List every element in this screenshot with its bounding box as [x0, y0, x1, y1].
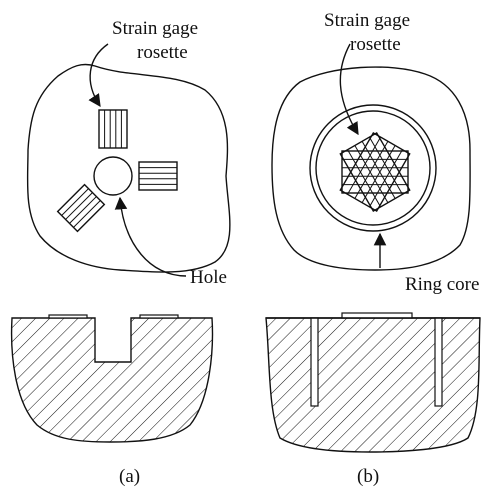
hole [93, 156, 133, 196]
ring-core-outer [309, 104, 437, 232]
gauge-right [138, 161, 178, 191]
panel-a-section-body [10, 317, 214, 443]
ring-core-slot-right [434, 317, 443, 407]
panel-b-section-body [265, 317, 481, 453]
gauge-a-left-section [48, 314, 88, 319]
ring-core-label: Ring core [405, 274, 479, 295]
caption-a: (a) [119, 466, 140, 487]
gauge-a-right-section [139, 314, 179, 319]
rosette-label-a-line2: rosette [137, 42, 188, 63]
rosette-b-grid-diagonal-2 [339, 131, 411, 213]
panel-a-specimen-outline [26, 63, 231, 273]
gauge-top [98, 109, 128, 149]
panel-b-top-view: Strain gage rosette Ring core [271, 10, 479, 295]
caption-b: (b) [357, 466, 379, 487]
hole-arrow [114, 196, 187, 277]
rosette-label-b-line1: Strain gage [324, 10, 410, 31]
ring-core-slot-left [310, 317, 319, 407]
hole-label: Hole [190, 267, 227, 288]
rosette-label-b-line2: rosette [350, 34, 401, 55]
rosette-arrow-a [88, 43, 109, 108]
gauge-diagonal [56, 183, 106, 233]
panel-b-specimen-outline [271, 66, 471, 271]
gauge-b-section [341, 312, 413, 319]
panel-a-top-view: Strain gage rosette Hole [26, 18, 231, 288]
rosette-b [339, 131, 411, 213]
rosette-label-a-line1: Strain gage [112, 18, 198, 39]
panel-a-cross-section: (a) [10, 314, 214, 487]
rosette-arrow-b [339, 43, 359, 136]
panel-b-cross-section: (b) [265, 312, 481, 487]
ring-core-inner [315, 110, 431, 226]
